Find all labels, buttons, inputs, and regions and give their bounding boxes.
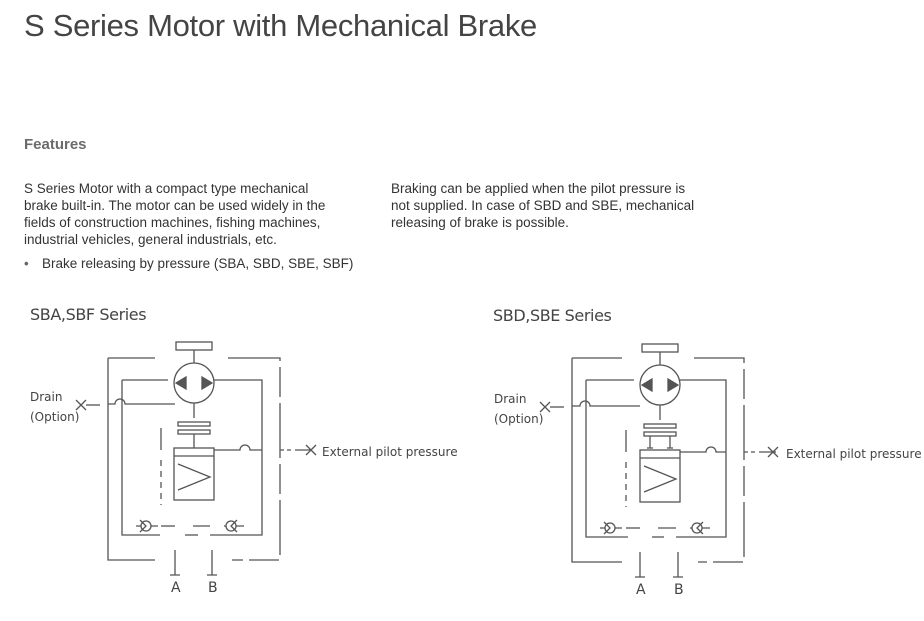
hydraulic-diagram-sba-sbf: Drain (Option) External pilot pressure A… <box>30 341 458 596</box>
port-b-label: B <box>674 582 684 598</box>
page-title: S Series Motor with Mechanical Brake <box>24 8 537 43</box>
drain-label: Drain <box>30 390 62 404</box>
text-line: not supplied. In case of SBD and SBE, me… <box>391 198 695 213</box>
text-line: releasing of brake is possible. <box>391 215 569 230</box>
text-line: Braking can be applied when the pilot pr… <box>391 181 686 196</box>
drain-label: Drain <box>494 392 526 406</box>
pilot-pressure-label: External pilot pressure <box>786 447 922 461</box>
text-line: industrial vehicles, general industrials… <box>24 232 277 247</box>
bullet-text: Brake releasing by pressure (SBA, SBD, S… <box>42 256 354 271</box>
text-line: brake built-in. The motor can be used wi… <box>24 198 326 213</box>
features-description-right: Braking can be applied when the pilot pr… <box>391 180 741 231</box>
port-a-label: A <box>636 582 646 598</box>
bullet-icon: • <box>24 256 29 271</box>
hydraulic-diagram-sbd-sbe: Drain (Option) External pilot pressure A… <box>494 343 922 598</box>
pilot-pressure-label: External pilot pressure <box>322 445 458 459</box>
features-description-left: S Series Motor with a compact type mecha… <box>24 180 384 248</box>
port-b-label: B <box>208 580 218 596</box>
diagram-label-sbd-sbe: SBD,SBE Series <box>493 306 612 325</box>
diagram-label-sba-sbf: SBA,SBF Series <box>30 305 147 324</box>
port-a-label: A <box>171 580 181 596</box>
features-heading: Features <box>24 136 87 153</box>
text-line: fields of construction machines, fishing… <box>24 215 321 230</box>
text-line: S Series Motor with a compact type mecha… <box>24 181 309 196</box>
feature-bullet: • Brake releasing by pressure (SBA, SBD, … <box>24 256 353 271</box>
drain-option-label: (Option) <box>30 410 79 424</box>
drain-option-label: (Option) <box>494 412 543 426</box>
